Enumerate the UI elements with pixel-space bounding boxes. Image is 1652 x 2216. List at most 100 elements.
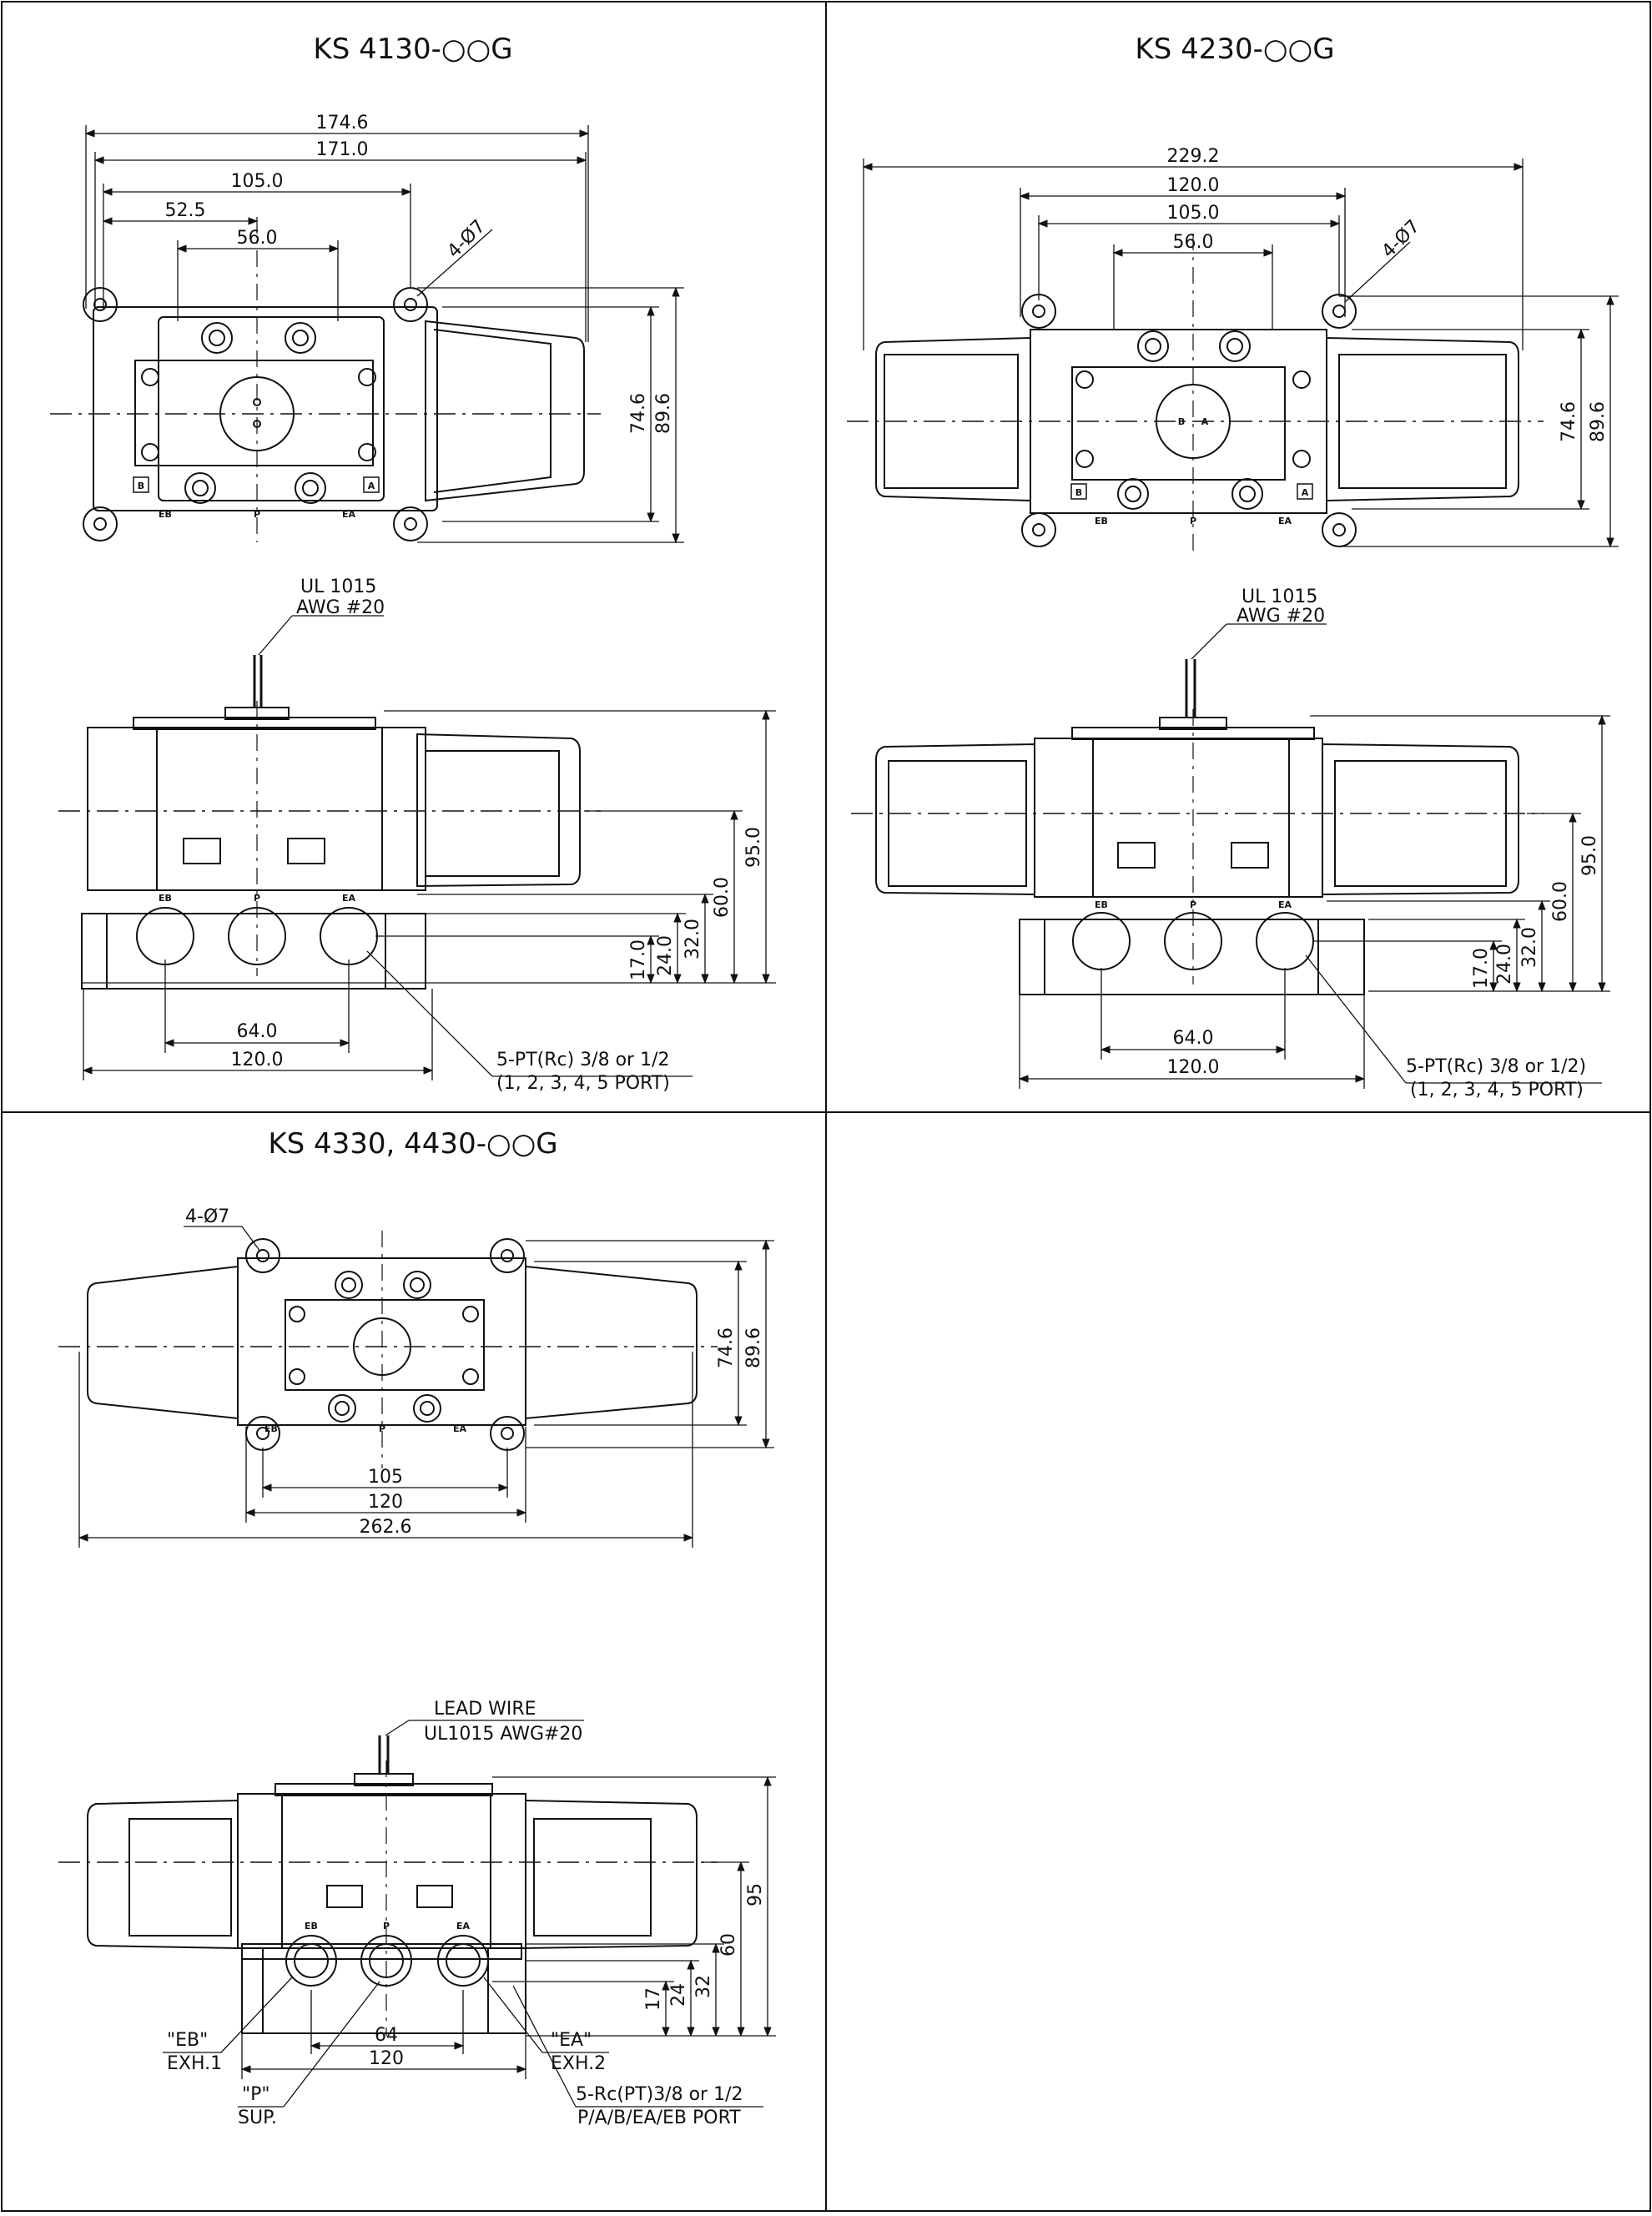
top-dimension-labels: 4-Ø7 74.6 89.6 105 120 262.6 bbox=[185, 1206, 764, 1538]
svg-text:5-PT(Rc) 3/8 or 1/2): 5-PT(Rc) 3/8 or 1/2) bbox=[1406, 1056, 1586, 1077]
svg-text:64.0: 64.0 bbox=[1173, 1028, 1214, 1049]
svg-text:P: P bbox=[379, 1423, 385, 1434]
svg-text:"EA": "EA" bbox=[551, 2030, 592, 2051]
panel-title: KS 4230-○○G bbox=[1135, 33, 1334, 66]
svg-text:AWG #20: AWG #20 bbox=[1236, 606, 1325, 627]
svg-text:60.0: 60.0 bbox=[712, 877, 733, 918]
svg-text:120.0: 120.0 bbox=[1167, 175, 1220, 196]
svg-text:P: P bbox=[1190, 516, 1196, 526]
top-dimensions bbox=[862, 159, 1619, 548]
panel-title: KS 4330, 4430-○○G bbox=[268, 1127, 557, 1161]
side-port-labels: EB P EA bbox=[1095, 899, 1292, 910]
side-view bbox=[851, 659, 1544, 995]
svg-text:89.6: 89.6 bbox=[743, 1327, 764, 1368]
side-dimensions bbox=[1018, 623, 1610, 1089]
svg-text:(1, 2, 3, 4, 5 PORT): (1, 2, 3, 4, 5 PORT) bbox=[496, 1073, 670, 1094]
svg-text:"EB": "EB" bbox=[167, 2030, 208, 2051]
svg-text:64: 64 bbox=[375, 2025, 398, 2046]
svg-text:95: 95 bbox=[745, 1883, 766, 1906]
side-dimension-labels: UL 1015 AWG #20 95.0 60.0 32.0 24.0 17.0… bbox=[231, 577, 764, 1094]
svg-text:262.6: 262.6 bbox=[360, 1517, 412, 1538]
svg-text:4-Ø7: 4-Ø7 bbox=[444, 216, 490, 262]
svg-text:(1, 2, 3, 4, 5 PORT): (1, 2, 3, 4, 5 PORT) bbox=[1410, 1080, 1584, 1100]
svg-text:EB: EB bbox=[1095, 516, 1108, 526]
svg-text:UL 1015: UL 1015 bbox=[300, 577, 376, 597]
top-dimensions bbox=[78, 1226, 774, 1548]
svg-text:EB: EB bbox=[1095, 899, 1108, 910]
svg-text:74.6: 74.6 bbox=[1559, 401, 1579, 442]
svg-text:24: 24 bbox=[668, 1983, 689, 2007]
svg-text:P: P bbox=[1190, 899, 1196, 910]
top-dimension-labels: 174.6 171.0 105.0 52.5 56.0 4-Ø7 74.6 89… bbox=[165, 113, 674, 434]
top-dimension-labels: 229.2 120.0 105.0 56.0 4-Ø7 74.6 89.6 bbox=[1167, 146, 1609, 442]
svg-text:95.0: 95.0 bbox=[1579, 835, 1600, 876]
svg-text:60.0: 60.0 bbox=[1550, 881, 1571, 922]
svg-text:32.0: 32.0 bbox=[1519, 927, 1540, 968]
svg-text:120.0: 120.0 bbox=[231, 1050, 284, 1070]
svg-text:P: P bbox=[383, 1921, 390, 1931]
svg-text:95.0: 95.0 bbox=[743, 827, 764, 868]
svg-text:56.0: 56.0 bbox=[1173, 232, 1214, 253]
svg-text:UL 1015: UL 1015 bbox=[1242, 587, 1317, 607]
svg-text:105.0: 105.0 bbox=[231, 171, 284, 192]
top-view bbox=[847, 234, 1544, 551]
svg-text:A: A bbox=[368, 481, 375, 491]
svg-text:24.0: 24.0 bbox=[655, 935, 676, 976]
panel-ks4330: KS 4330, 4430-○○G EB P EA bbox=[58, 1127, 776, 2128]
svg-text:52.5: 52.5 bbox=[165, 200, 206, 221]
svg-text:32.0: 32.0 bbox=[682, 919, 703, 959]
svg-text:B: B bbox=[1075, 487, 1082, 498]
svg-text:P/A/B/EA/EB PORT: P/A/B/EA/EB PORT bbox=[577, 2108, 741, 2128]
svg-text:105: 105 bbox=[368, 1467, 403, 1488]
svg-text:89.6: 89.6 bbox=[653, 393, 674, 434]
svg-text:EA: EA bbox=[453, 1423, 467, 1434]
side-port-labels: EB P EA bbox=[305, 1921, 470, 1931]
svg-text:UL1015 AWG#20: UL1015 AWG#20 bbox=[424, 1724, 582, 1745]
svg-text:74.6: 74.6 bbox=[628, 393, 649, 434]
side-dimensions bbox=[82, 615, 776, 1080]
svg-text:A: A bbox=[1201, 416, 1209, 427]
side-dimensions bbox=[163, 1720, 776, 2108]
svg-text:EA: EA bbox=[342, 893, 356, 904]
side-view bbox=[58, 655, 601, 990]
svg-text:LEAD WIRE: LEAD WIRE bbox=[434, 1699, 536, 1720]
top-dimensions bbox=[84, 125, 684, 544]
svg-text:SUP.: SUP. bbox=[238, 2108, 277, 2128]
top-view bbox=[58, 1231, 718, 1468]
svg-text:120.0: 120.0 bbox=[1167, 1057, 1220, 1078]
svg-text:AWG #20: AWG #20 bbox=[296, 597, 385, 618]
panel-title: KS 4130-○○G bbox=[313, 33, 512, 66]
svg-text:32: 32 bbox=[693, 1975, 714, 1998]
svg-text:24.0: 24.0 bbox=[1494, 944, 1515, 985]
svg-text:EXH.2: EXH.2 bbox=[551, 2053, 606, 2074]
side-port-labels: EB P EA bbox=[159, 893, 355, 904]
svg-text:5-PT(Rc) 3/8 or 1/2: 5-PT(Rc) 3/8 or 1/2 bbox=[496, 1050, 670, 1070]
svg-text:EA: EA bbox=[456, 1921, 471, 1931]
svg-text:89.6: 89.6 bbox=[1588, 401, 1609, 442]
svg-text:EXH.1: EXH.1 bbox=[167, 2053, 222, 2074]
svg-text:"P": "P" bbox=[242, 2084, 270, 2105]
port-labels-top: B A EB P EA bbox=[133, 476, 380, 520]
svg-text:EB: EB bbox=[305, 1921, 318, 1931]
port-labels-top: EB P EA bbox=[264, 1423, 466, 1434]
svg-text:105.0: 105.0 bbox=[1167, 203, 1220, 224]
svg-text:17.0: 17.0 bbox=[1471, 948, 1492, 989]
panel-ks4230: KS 4230-○○G B A B A bbox=[847, 33, 1619, 1100]
svg-text:EA: EA bbox=[342, 509, 356, 520]
svg-text:5-Rc(PT)3/8 or 1/2: 5-Rc(PT)3/8 or 1/2 bbox=[576, 2084, 743, 2105]
svg-text:74.6: 74.6 bbox=[716, 1327, 737, 1368]
svg-text:56.0: 56.0 bbox=[237, 228, 278, 249]
svg-text:60: 60 bbox=[718, 1933, 739, 1957]
side-dimension-labels: UL 1015 AWG #20 95.0 60.0 32.0 24.0 17.0… bbox=[1167, 587, 1600, 1100]
svg-text:P: P bbox=[254, 893, 260, 904]
svg-text:171.0: 171.0 bbox=[316, 139, 369, 160]
svg-text:174.6: 174.6 bbox=[316, 113, 369, 133]
svg-text:229.2: 229.2 bbox=[1167, 146, 1220, 167]
svg-text:120: 120 bbox=[369, 2048, 404, 2069]
svg-text:B: B bbox=[138, 481, 144, 491]
svg-text:EB: EB bbox=[159, 509, 172, 520]
svg-text:17: 17 bbox=[643, 1987, 664, 2011]
svg-text:64.0: 64.0 bbox=[237, 1021, 278, 1042]
svg-text:4-Ø7: 4-Ø7 bbox=[1378, 216, 1424, 262]
